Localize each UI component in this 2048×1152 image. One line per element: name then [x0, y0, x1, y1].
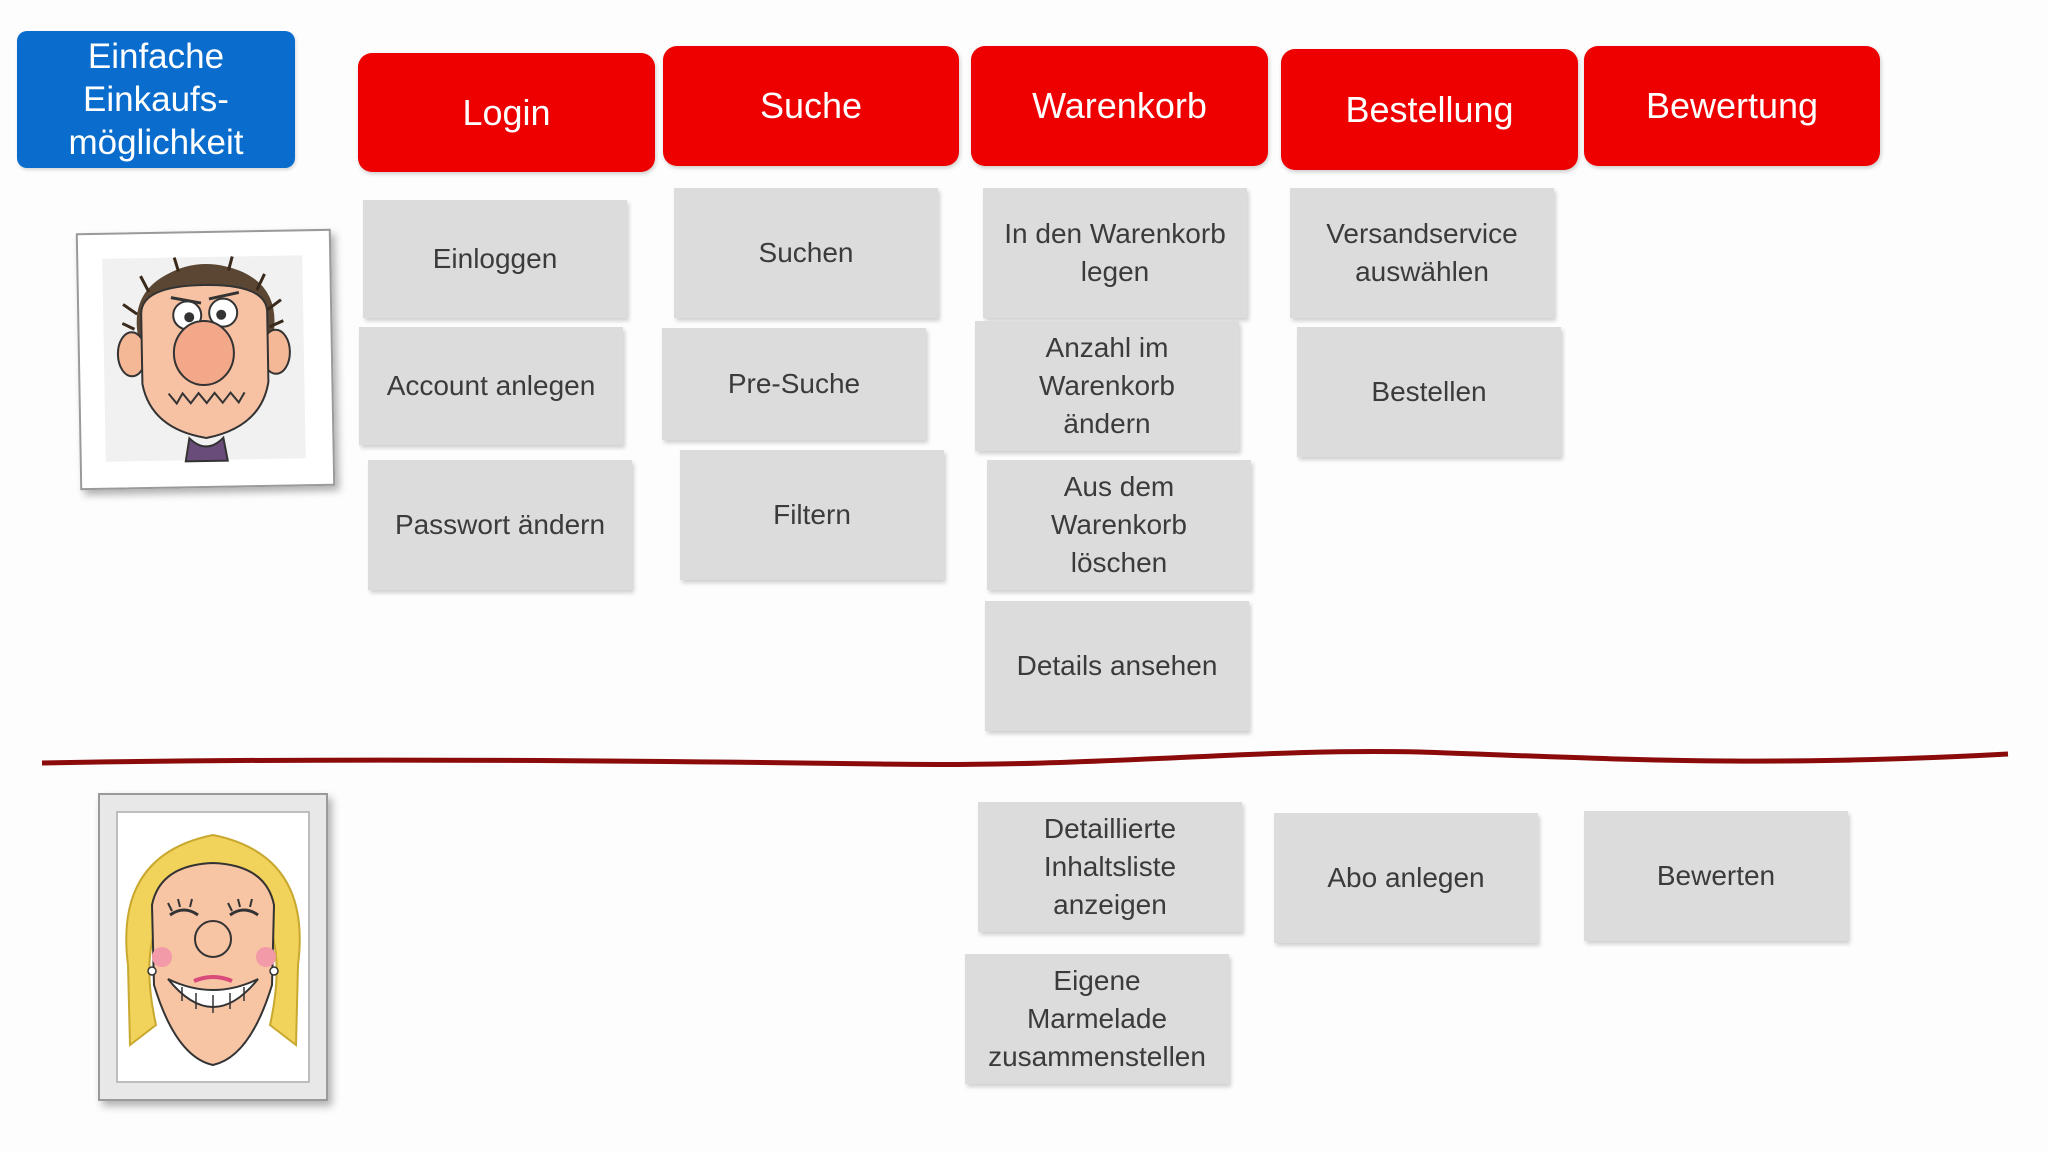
- story-card: Pre-Suche: [662, 328, 926, 440]
- smiling-woman-icon: [116, 811, 310, 1083]
- story-card: Einloggen: [363, 200, 627, 318]
- story-card: Anzahl im Warenkorb ändern: [975, 321, 1239, 451]
- activity-bestellung: Bestellung: [1281, 49, 1578, 170]
- activity-bewertung: Bewertung: [1584, 46, 1880, 166]
- persona-1-portrait: [75, 228, 336, 491]
- activity-login: Login: [358, 53, 655, 172]
- goal-card: Einfache Einkaufs- möglichkeit: [17, 31, 295, 168]
- story-card: Bewerten: [1584, 811, 1848, 941]
- story-card: Passwort ändern: [368, 460, 632, 590]
- activity-suche: Suche: [663, 46, 959, 166]
- persona-2-portrait: [98, 793, 328, 1101]
- story-card: Suchen: [674, 188, 938, 318]
- story-card: Account anlegen: [359, 327, 623, 445]
- story-card: Eigene Marmelade zusammenstellen: [965, 954, 1229, 1084]
- activity-warenkorb: Warenkorb: [971, 46, 1268, 166]
- story-card: Abo anlegen: [1274, 813, 1538, 943]
- grumpy-man-icon: [102, 255, 306, 463]
- story-card: Aus dem Warenkorb löschen: [987, 460, 1251, 590]
- story-card: Versandservice auswählen: [1290, 188, 1554, 318]
- story-card: In den Warenkorb legen: [983, 188, 1247, 318]
- story-card: Detaillierte Inhaltsliste anzeigen: [978, 802, 1242, 932]
- story-card: Bestellen: [1297, 327, 1561, 457]
- story-card: Details ansehen: [985, 601, 1249, 731]
- story-card: Filtern: [680, 450, 944, 580]
